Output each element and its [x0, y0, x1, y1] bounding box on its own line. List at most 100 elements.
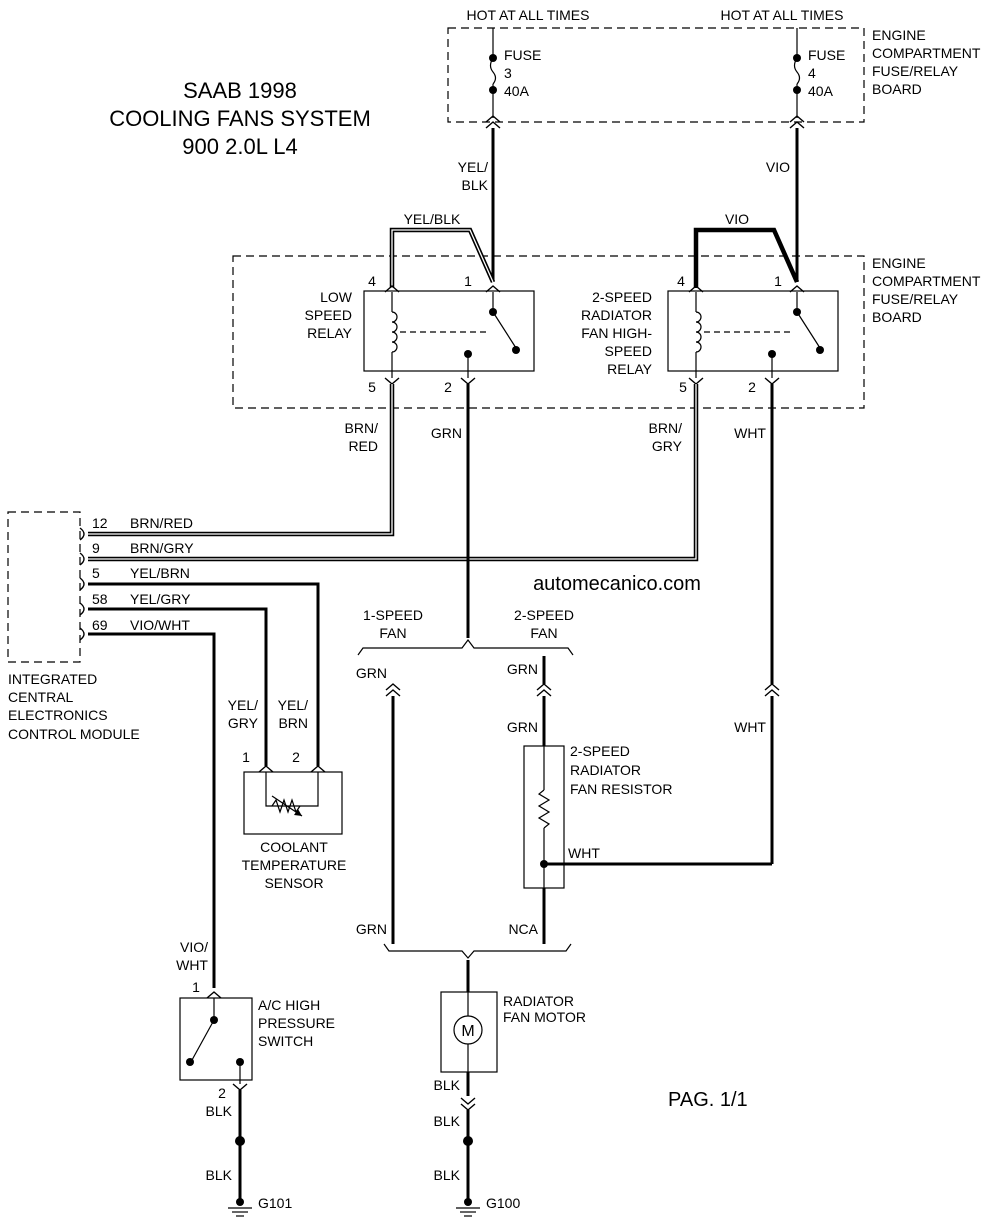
fuse-4-terminal-bottom: [793, 86, 801, 94]
fuse-3-wire-label-1: YEL/: [458, 159, 488, 175]
ac-pressure-switch: VIO/ WHT 1 2 A/C HIGH PRESSURE SWITCH BL…: [176, 939, 335, 1217]
fuse-3-label: FUSE: [504, 47, 541, 63]
watermark-text: automecanico.com: [533, 573, 701, 595]
wire-grn-relay-label: GRN: [431, 425, 462, 441]
low-relay-pin-1: 1: [464, 273, 472, 289]
fuse-4-wire-label: VIO: [766, 159, 790, 175]
sensor-wire-2-label-1: YEL/: [278, 697, 308, 713]
high-relay-switch-arm: [796, 311, 821, 349]
fuse-4-connector: [789, 115, 805, 129]
module-pin-5: 5: [92, 565, 100, 581]
low-relay-coil: [391, 311, 398, 353]
low-relay-box: [363, 290, 535, 372]
fan-left-bottom-label: GRN: [356, 921, 387, 937]
relay-output-wires: BRN/ RED BRN/ GRY GRN WHT: [88, 384, 774, 684]
high-relay-pin-4: 4: [677, 273, 685, 289]
high-relay-box: [667, 290, 839, 372]
ground-g100-label: G100: [486, 1195, 520, 1211]
module-name-4: CONTROL MODULE: [8, 726, 140, 742]
module-pin-69: 69: [92, 617, 108, 633]
low-relay-pin-2: 2: [444, 379, 452, 395]
low-relay-name-1: LOW: [320, 289, 353, 305]
fuse-4-hot-label: HOT AT ALL TIMES: [721, 7, 844, 23]
module-wire-69: VIO/WHT: [130, 617, 190, 633]
module-pins: [79, 527, 85, 641]
ground-g100-icon: [456, 1198, 480, 1217]
module-wire-9: BRN/GRY: [130, 540, 194, 556]
resistor-name-3: FAN RESISTOR: [570, 781, 672, 797]
motor-name-2: FAN MOTOR: [503, 1009, 586, 1025]
radiator-fan-motor: M RADIATOR FAN MOTOR BLK BLK BLK G100: [434, 991, 586, 1217]
high-relay-name-1: 2-SPEED: [592, 289, 652, 305]
relay-board-label-1: ENGINE: [872, 255, 926, 271]
wire-brn-red-label-2: RED: [348, 438, 378, 454]
title-line-1: SAAB 1998: [183, 78, 297, 103]
fuse-4-rating: 40A: [808, 83, 834, 99]
high-relay-pin-1: 1: [774, 273, 782, 289]
module-name-2: CENTRAL: [8, 689, 74, 705]
fan-right-label: WHT: [734, 719, 766, 735]
high-relay-pin-2: 2: [748, 379, 756, 395]
low-relay-switch-arm: [492, 311, 517, 349]
sensor-pin-1: 1: [242, 749, 250, 765]
sensor-wire-1-label-2: GRY: [228, 715, 259, 731]
fan-mid-bottom-label: NCA: [508, 921, 538, 937]
relay-board: ENGINE COMPARTMENT FUSE/RELAY BOARD YEL/…: [232, 211, 981, 409]
fuse-3-hot-label: HOT AT ALL TIMES: [467, 7, 590, 23]
fuse-3-connector: [485, 115, 501, 129]
fuse-board-label-2: COMPARTMENT: [872, 45, 981, 61]
diagram-title: SAAB 1998 COOLING FANS SYSTEM 900 2.0L L…: [109, 78, 371, 159]
fuse-3-number: 3: [504, 65, 512, 81]
ac-name-2: PRESSURE: [258, 1015, 335, 1031]
module-wire-58: YEL/GRY: [130, 591, 191, 607]
wire-brn-gry-label-2: GRY: [652, 438, 683, 454]
ac-switch-arm: [191, 1019, 215, 1061]
resistor-name-1: 2-SPEED: [570, 743, 630, 759]
sensor-name-3: SENSOR: [264, 875, 323, 891]
sensor-box: [243, 771, 343, 835]
fan-merge: GRN NCA: [356, 921, 572, 992]
fan-split-brace: [357, 639, 574, 656]
fan-split: 1-SPEED FAN 2-SPEED FAN GRN GRN GRN WHT: [356, 607, 780, 944]
title-line-3: 900 2.0L L4: [182, 134, 297, 159]
module-pin-9: 9: [92, 540, 100, 556]
high-relay-name-4: SPEED: [605, 343, 652, 359]
ac-wire-out-1-label: BLK: [206, 1103, 233, 1119]
ac-name-3: SWITCH: [258, 1033, 313, 1049]
low-relay-jumper-wire: [389, 227, 496, 288]
sensor-name-1: COOLANT: [260, 839, 328, 855]
motor-wire-2-label: BLK: [434, 1113, 461, 1129]
fuse-board-outline: [447, 27, 865, 123]
high-relay-name-3: FAN HIGH-: [581, 325, 652, 341]
fuse-4-number: 4: [808, 65, 816, 81]
fuse-3-terminal-top: [489, 54, 497, 62]
ac-name-1: A/C HIGH: [258, 997, 320, 1013]
ac-wire-out-2-label: BLK: [206, 1167, 233, 1183]
ground-g101-icon: [228, 1198, 252, 1217]
module-pin-58: 58: [92, 591, 108, 607]
high-relay-pin-5: 5: [679, 379, 687, 395]
module-name-3: ELECTRONICS: [8, 707, 108, 723]
sensor-wire-1-label-1: YEL/: [228, 697, 258, 713]
wire-vio-wht: [88, 632, 216, 988]
module-outline: [7, 511, 81, 663]
high-relay-name-5: RELAY: [607, 361, 653, 377]
fuse-4-terminal-top: [793, 54, 801, 62]
motor-name-1: RADIATOR: [503, 993, 574, 1009]
motor-wire-1-label: BLK: [434, 1077, 461, 1093]
fuse-4: HOT AT ALL TIMES FUSE 4 40A VIO: [721, 7, 845, 282]
wire-yel-gry: [88, 607, 268, 766]
motor-symbol-letter: M: [461, 1023, 474, 1040]
fan-split-left-1: 1-SPEED: [363, 607, 423, 623]
relay-board-label-2: COMPARTMENT: [872, 273, 981, 289]
fuse-board-label-4: BOARD: [872, 81, 922, 97]
sensor-name-2: TEMPERATURE: [242, 857, 347, 873]
low-relay-jumper-label: YEL/BLK: [404, 211, 461, 227]
low-relay-name-3: RELAY: [307, 325, 353, 341]
fan-split-left-2: FAN: [379, 625, 406, 641]
fuse-3-rating: 40A: [504, 83, 530, 99]
high-relay-jumper-wire: [693, 227, 800, 288]
wire-wht-relay-label: WHT: [734, 425, 766, 441]
module-wire-12: BRN/RED: [130, 515, 193, 531]
